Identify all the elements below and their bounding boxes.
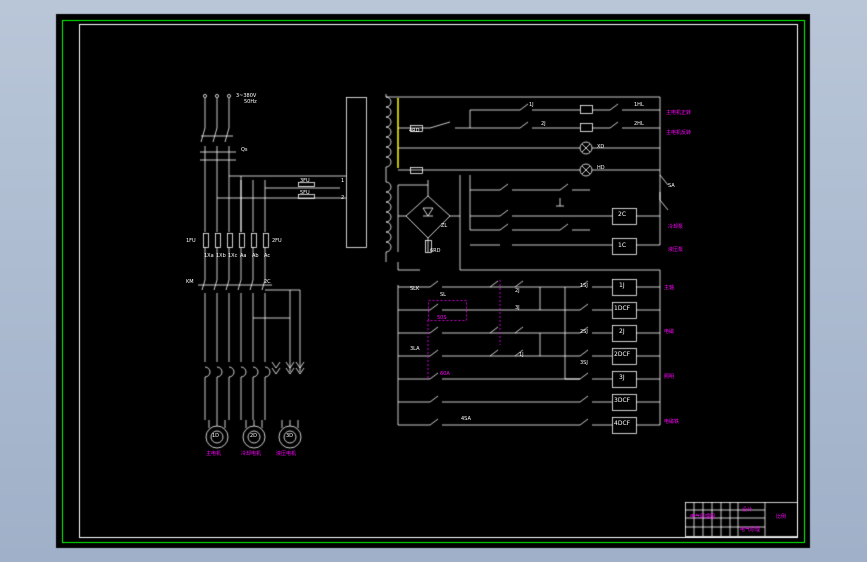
ladder-contact-60a: 60A — [440, 371, 450, 377]
terminal-1xc: 1Xc — [228, 253, 238, 259]
title-block-title: 电气原理图 — [690, 514, 716, 520]
motor-2-id: 2D — [250, 433, 258, 439]
right-label-2: 主电机反转 — [666, 130, 692, 136]
ladder-coil-4dcf: 4DCF — [614, 420, 631, 427]
contactor-km-label: KM — [186, 279, 194, 285]
ladder-contact-2j: 2J — [515, 288, 520, 294]
contactor-2c-label: 2C — [264, 279, 271, 285]
terminal-aa: Aa — [240, 253, 247, 259]
hl1-label: 1HL — [634, 102, 644, 108]
ladder-coil-3dcf: 3DCF — [614, 397, 631, 404]
rectifier-label: ZL — [441, 223, 448, 229]
terminal-ac: Ac — [264, 253, 271, 259]
terminal-ab: Ab — [252, 253, 259, 259]
lamp-fuse-label: 4RD — [409, 128, 420, 134]
terminal-1xb: 1Xb — [216, 253, 226, 259]
right-label-1: 主电机正转 — [666, 110, 692, 116]
ladder-contact-3j: 3J — [515, 305, 520, 311]
ladder-contact-3sj: 3SJ — [580, 360, 588, 366]
motor-2-label: 冷却电机 — [241, 451, 262, 457]
motor-1-label: 主电机 — [206, 451, 222, 457]
lamp-hd-label: HD — [597, 165, 605, 171]
switch-label: Qs — [241, 147, 248, 153]
hl2-label: 2HL — [634, 121, 644, 127]
motor-3-id: 3D — [286, 433, 294, 439]
terminal-1xa: 1Xa — [204, 253, 214, 259]
sa-label: SA — [668, 183, 675, 189]
fuse-2fu-label: 2FU — [272, 238, 282, 244]
right-label-6: 电磁 — [664, 329, 675, 335]
right-label-5: 主轴 — [664, 285, 675, 291]
supply-frequency: 50Hz — [244, 99, 257, 105]
ladder-coil-1dcf: 1DCF — [614, 305, 631, 312]
ladder-contact-1j: 1J — [519, 352, 524, 358]
motor-1-id: 1D — [212, 433, 220, 439]
ladder-contact-50s: 50S — [437, 315, 447, 321]
transformer-tap-1: 1 — [341, 178, 345, 184]
fuse-5fu-label: 5FU — [300, 190, 310, 196]
fuse-1fu-label: 1FU — [186, 238, 196, 244]
ladder-coil-2dcf: 2DCF — [614, 351, 631, 358]
title-block-company: 设计 — [742, 507, 753, 513]
coil-2c-label: 2C — [618, 211, 627, 218]
ladder-contact-slk: SLK — [410, 286, 420, 292]
transformer-tap-2: 2 — [341, 195, 345, 201]
title-block-scale: 比例 — [776, 514, 787, 520]
relay-2j-upper: 2J — [541, 121, 546, 127]
ladder-contact-4sa: 4SA — [461, 416, 471, 422]
relay-1j-upper: 1J — [529, 102, 534, 108]
motor-3-label: 液压电机 — [276, 451, 297, 457]
right-label-3: 冷却泵 — [668, 224, 684, 230]
supply-label: 3~380V — [236, 93, 257, 99]
right-label-4: 液压泵 — [668, 247, 684, 253]
ladder-contact-3la: 3LA — [410, 346, 420, 352]
ladder-note-4: 电磁铁 — [664, 419, 680, 425]
ladder-coil-1j: 1J — [619, 282, 625, 289]
title-block-name: 电气原理 — [740, 527, 761, 533]
ladder-coil-3j: 3J — [619, 374, 625, 381]
rectifier-fuse-label: 6RD — [430, 248, 441, 254]
ladder-contact-2sj: 2SJ — [580, 329, 588, 335]
fuse-3fu-label: 3FU — [300, 178, 310, 184]
signal-lamp-label: XD — [597, 144, 605, 150]
coil-1c-label: 1C — [618, 242, 627, 249]
ladder-contact-1sj: 1SJ — [580, 283, 588, 289]
right-label-7: 照明 — [664, 374, 675, 380]
ladder-coil-2j: 2J — [619, 328, 625, 335]
ladder-contact-sl: SL — [440, 292, 446, 298]
